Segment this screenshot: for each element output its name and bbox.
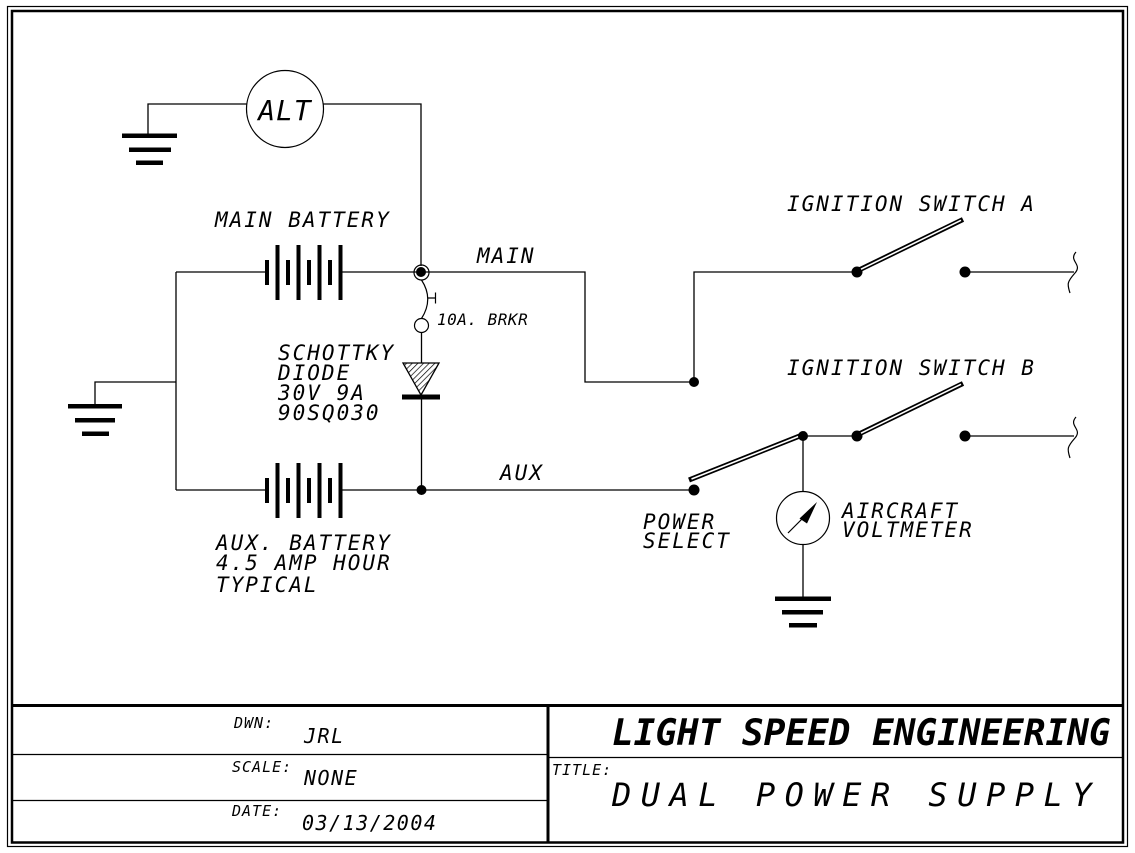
date-label: DATE: — [231, 802, 282, 820]
drawn-by-label: DWN: — [233, 714, 274, 732]
junction-dot — [416, 267, 426, 277]
battery-icon — [265, 463, 343, 518]
ignition-switch-a-label: IGNITION SWITCH A — [787, 192, 1036, 216]
ground-icon — [68, 404, 122, 436]
aux-battery-label-line1: AUX. BATTERY — [214, 531, 392, 555]
drawing-title-value: DUAL POWER SUPPLY — [611, 776, 1101, 814]
junction-dot — [689, 377, 699, 387]
battery-cell-bar — [317, 463, 322, 518]
battery-cell-bar — [265, 478, 269, 503]
aux-battery-label-line2: 4.5 AMP HOUR — [216, 551, 392, 575]
drawn-by-value: JRL — [303, 724, 345, 748]
battery-cell-bar — [328, 478, 332, 503]
page-border-outer — [6, 5, 1129, 848]
circuit-breaker-icon — [413, 264, 437, 334]
battery-cell-bar — [307, 478, 311, 503]
title-block: DWN: JRL SCALE: NONE DATE: 03/13/2004 LI… — [12, 704, 1123, 842]
scale-value: NONE — [303, 766, 358, 790]
wire-break-squiggle — [1067, 416, 1078, 459]
power-select-label-line1: POWER — [643, 510, 716, 534]
battery-cell-bar — [275, 245, 280, 300]
voltmeter-icon — [775, 490, 831, 546]
battery-cell-bar — [317, 245, 322, 300]
ignition-switch-b-label: IGNITION SWITCH B — [787, 356, 1036, 380]
diode-icon — [401, 362, 441, 400]
battery-cell-bar — [265, 260, 269, 285]
diode-label-line2: DIODE — [277, 361, 351, 385]
voltmeter-label-line2: VOLTMETER — [842, 518, 974, 542]
wire-alt-to-main-bus — [323, 103, 422, 266]
junction-dot — [416, 485, 427, 495]
main-battery-label: MAIN BATTERY — [214, 208, 391, 232]
battery-cell-bar — [307, 260, 311, 285]
battery-cell-bar — [338, 463, 343, 518]
battery-cell-bar — [286, 478, 290, 503]
power-select-label-line2: SELECT — [643, 529, 731, 553]
battery-cell-bar — [296, 245, 301, 300]
battery-cell-bar — [338, 245, 343, 300]
ignition-switch-a-icon — [851, 217, 971, 278]
aux-bus-label: AUX — [498, 461, 544, 485]
company-name: LIGHT SPEED ENGINEERING — [612, 713, 1111, 754]
scale-label: SCALE: — [232, 758, 292, 776]
alternator-symbol: ALT — [245, 69, 325, 149]
diode-label-line4: 90SQ030 — [278, 401, 381, 425]
wire-break-squiggle — [1067, 251, 1078, 294]
breaker-label: 10A. BRKR — [437, 310, 528, 329]
voltmeter-label-line1: AIRCRAFT — [840, 499, 959, 523]
date-value: 03/13/2004 — [302, 811, 437, 835]
ignition-switch-b-icon — [851, 381, 971, 442]
drawing-title-label: TITLE: — [552, 761, 612, 779]
diode-label-line1: SCHOTTKY — [278, 341, 395, 365]
battery-cell-bar — [296, 463, 301, 518]
battery-cell-bar — [275, 463, 280, 518]
wire-alt-to-ground — [147, 103, 247, 134]
battery-cell-bar — [286, 260, 290, 285]
ground-icon — [122, 133, 177, 165]
voltmeter-needle-arrowhead — [799, 502, 817, 524]
wire-main-bus — [421, 271, 694, 383]
battery-cell-bar — [328, 260, 332, 285]
aux-battery-label-line3: TYPICAL — [216, 573, 319, 597]
wire-rail-to-ground — [94, 381, 176, 405]
ground-icon — [775, 596, 831, 628]
main-bus-label: MAIN — [476, 244, 536, 268]
battery-icon — [265, 245, 343, 300]
diode-label-line3: 30V 9A — [277, 381, 366, 405]
alternator-circle-icon — [245, 69, 325, 149]
alternator-label: ALT — [256, 94, 313, 127]
switch-contact-dot — [688, 484, 700, 496]
page-border-inner — [10, 9, 1125, 844]
power-select-switch-icon — [688, 431, 808, 496]
wire-main-bus-riser — [693, 271, 852, 382]
